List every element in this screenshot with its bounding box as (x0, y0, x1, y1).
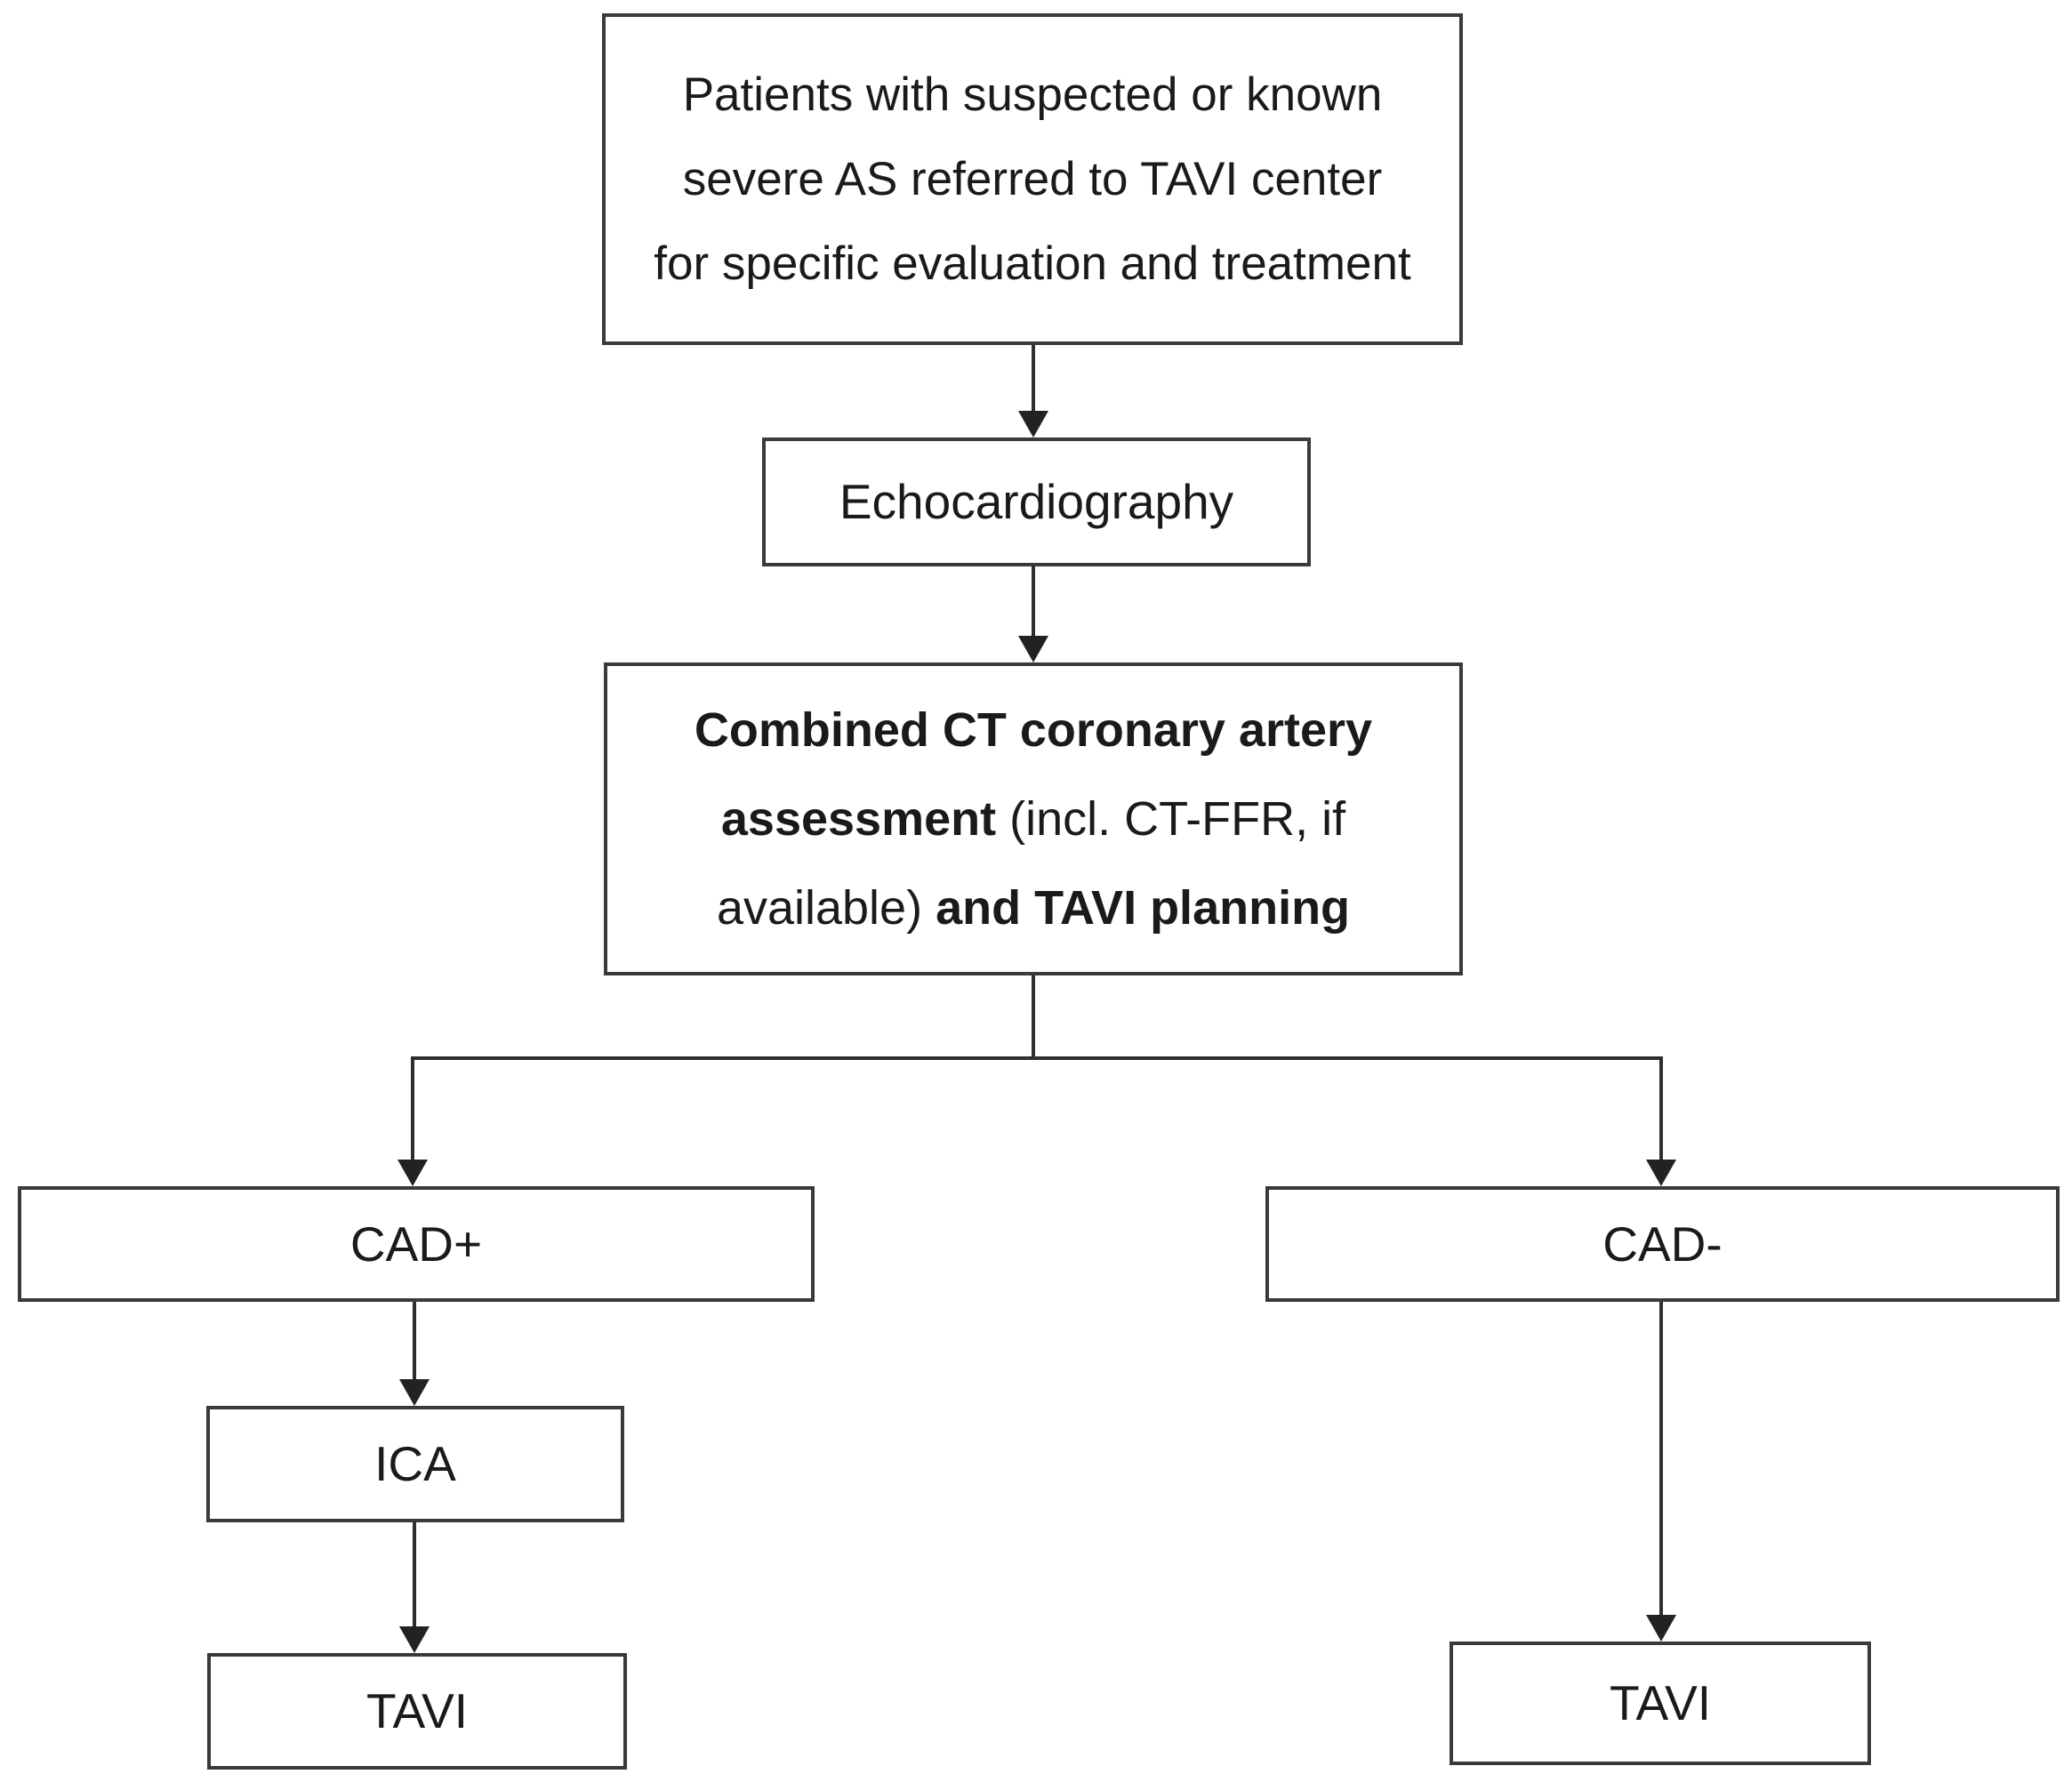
connector-branch-right-drop (1659, 1058, 1663, 1160)
node-echocardiography: Echocardiography (762, 437, 1311, 566)
node-ct-line2-regular: (incl. CT-FFR, if (996, 792, 1346, 846)
connector-cadneg-tavi-line (1659, 1302, 1663, 1615)
node-ica: ICA (206, 1406, 624, 1522)
arrowhead-down-icon (399, 1379, 430, 1406)
arrowhead-down-icon (1018, 636, 1048, 662)
node-tavi-left-label: TAVI (365, 1683, 469, 1738)
node-patients: Patients with suspected or known severe … (602, 13, 1463, 345)
node-ct-assessment: Combined CT coronary artery assessment (… (604, 662, 1463, 975)
node-ct-line2-bold: assessment (720, 792, 997, 846)
node-patients-line2: severe AS referred to TAVI center (682, 153, 1383, 205)
node-ct-assessment-text: Combined CT coronary artery assessment (… (607, 686, 1459, 952)
node-ct-line3-bold: and TAVI planning (936, 881, 1351, 935)
node-ct-line2: assessment (incl. CT-FFR, if (607, 775, 1459, 863)
node-cad-negative: CAD- (1265, 1186, 2060, 1302)
node-ct-line1: Combined CT coronary artery (694, 703, 1373, 757)
arrowhead-down-icon (398, 1160, 428, 1186)
node-ica-label: ICA (374, 1436, 456, 1491)
node-ct-line3: available) and TAVI planning (607, 863, 1459, 952)
node-patients-text: Patients with suspected or known severe … (606, 52, 1459, 306)
connector-echo-ct-line (1032, 566, 1035, 636)
arrowhead-down-icon (1018, 411, 1048, 437)
arrowhead-down-icon (1646, 1160, 1676, 1186)
connector-branch-left-drop (411, 1058, 414, 1160)
connector-cadpos-ica-line (413, 1302, 416, 1379)
arrowhead-down-icon (1646, 1615, 1676, 1642)
connector-branch-horizontal (411, 1056, 1663, 1060)
connector-ica-tavi-line (413, 1522, 416, 1626)
node-echocardiography-label: Echocardiography (839, 474, 1234, 529)
arrowhead-down-icon (399, 1626, 430, 1653)
node-tavi-left: TAVI (207, 1653, 627, 1770)
node-patients-line1: Patients with suspected or known (682, 68, 1383, 121)
connector-ct-branch-stem (1032, 975, 1035, 1060)
node-patients-line3: for specific evaluation and treatment (654, 237, 1411, 290)
node-ct-line3-regular: available) (716, 881, 936, 935)
node-cad-negative-label: CAD- (1602, 1216, 1723, 1272)
connector-patients-echo-line (1032, 345, 1035, 411)
node-tavi-right-label: TAVI (1609, 1675, 1712, 1730)
node-cad-positive-label: CAD+ (349, 1216, 483, 1272)
node-cad-positive: CAD+ (18, 1186, 815, 1302)
node-tavi-right: TAVI (1450, 1642, 1871, 1765)
